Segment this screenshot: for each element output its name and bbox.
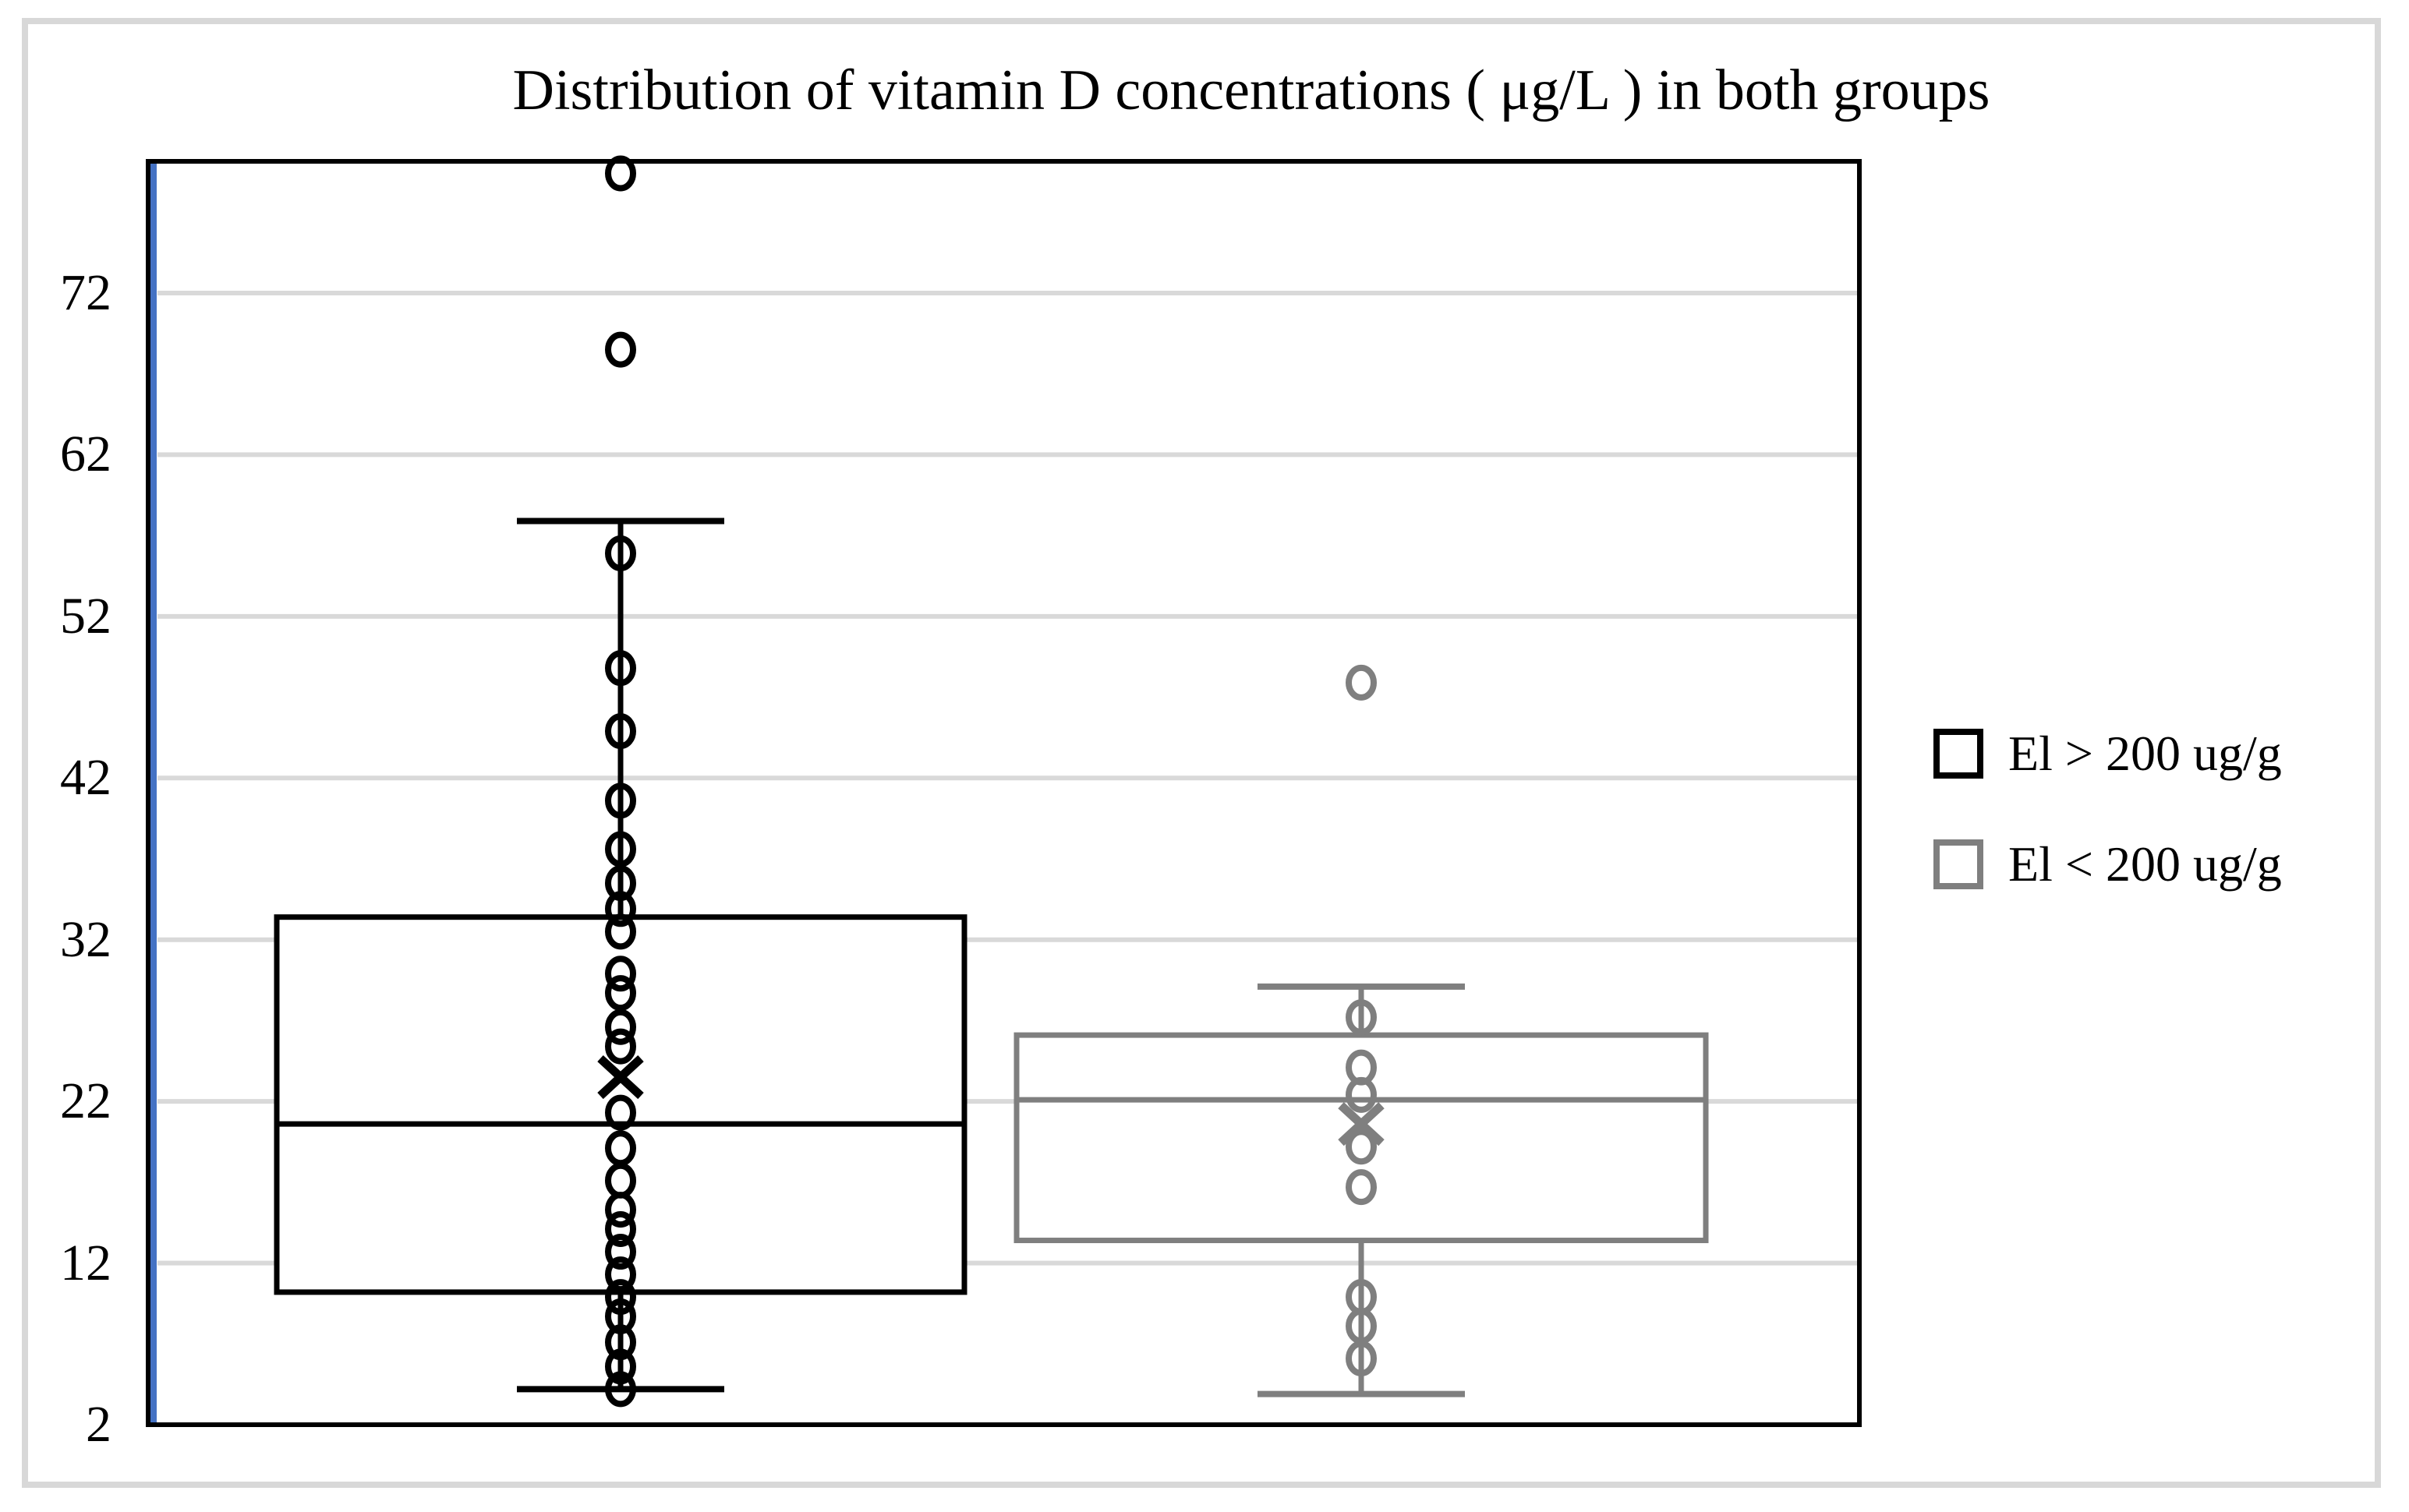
legend-label: El > 200 ug/g <box>2008 726 2282 781</box>
data-point <box>605 1009 636 1045</box>
data-point <box>605 782 636 819</box>
legend-swatch-gray <box>1933 839 1983 889</box>
data-point <box>605 1211 636 1248</box>
y-tick-label: 12 <box>60 1234 111 1291</box>
data-point <box>605 331 636 368</box>
data-point <box>605 155 636 192</box>
data-point <box>1346 999 1377 1036</box>
data-point <box>605 1256 636 1293</box>
legend: El > 200 ug/g El < 200 ug/g <box>1933 729 2282 950</box>
figure-border <box>22 18 2381 1488</box>
axis-highlight-stripe <box>150 164 157 1425</box>
y-tick-label: 62 <box>60 426 111 483</box>
box-2 <box>1013 1032 1709 1244</box>
chart-title: Distribution of vitamin D concentrations… <box>512 58 1990 122</box>
data-point <box>605 1028 636 1065</box>
mean-marker-x <box>597 1055 644 1100</box>
data-point <box>605 650 636 687</box>
data-point <box>605 1371 636 1408</box>
y-tick-label: 72 <box>60 264 111 321</box>
data-point <box>605 865 636 902</box>
legend-item-el-lt-200: El < 200 ug/g <box>1933 839 2282 889</box>
data-point <box>605 1348 636 1385</box>
data-point <box>605 1279 636 1316</box>
data-point <box>605 975 636 1012</box>
y-tick-label: 32 <box>60 910 111 968</box>
data-point <box>1346 1340 1377 1376</box>
data-point <box>605 831 636 867</box>
legend-item-el-gt-200: El > 200 ug/g <box>1933 729 2282 779</box>
plot-border <box>146 159 1862 1427</box>
data-point <box>605 1298 636 1335</box>
legend-swatch-black <box>1933 729 1983 779</box>
y-tick-label: 42 <box>60 749 111 807</box>
data-point <box>1346 1076 1377 1113</box>
data-point <box>1346 664 1377 701</box>
data-point <box>1346 1129 1377 1165</box>
legend-label: El < 200 ug/g <box>2008 836 2282 892</box>
y-tick-label: 2 <box>86 1396 111 1453</box>
data-point <box>605 535 636 571</box>
data-point <box>1346 1169 1377 1206</box>
data-point <box>605 913 636 950</box>
mean-marker-x <box>1338 1102 1385 1146</box>
data-point <box>605 1094 636 1131</box>
data-point <box>605 1324 636 1361</box>
data-point <box>605 1192 636 1228</box>
data-point <box>605 891 636 927</box>
y-tick-label: 22 <box>60 1072 111 1130</box>
y-tick-label: 52 <box>60 587 111 645</box>
data-point <box>605 713 636 750</box>
data-point <box>605 956 636 992</box>
data-point <box>605 1234 636 1270</box>
